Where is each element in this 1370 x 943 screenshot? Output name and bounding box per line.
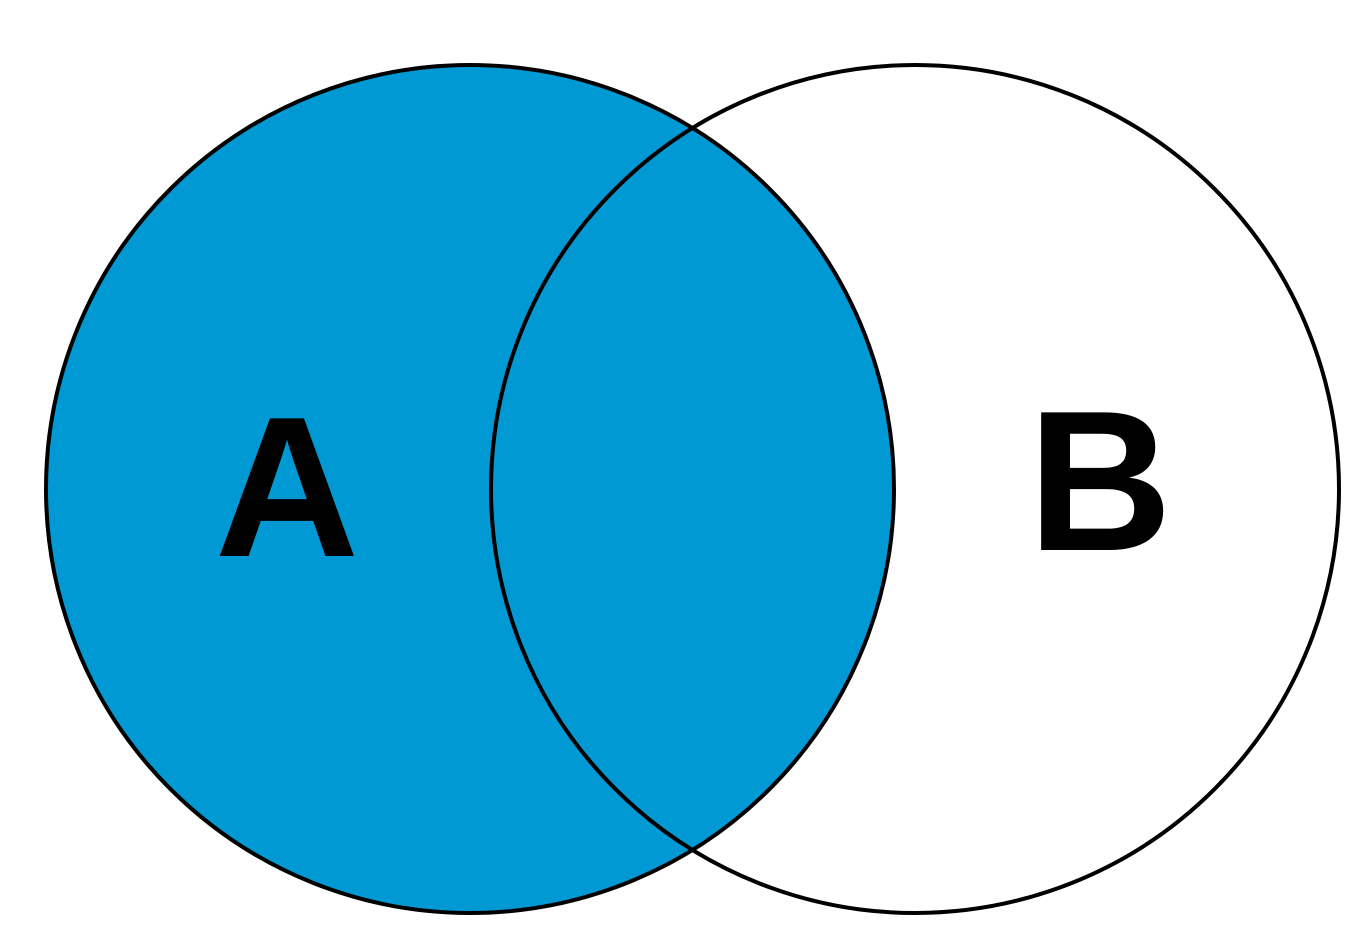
set-a-label: A xyxy=(215,376,359,599)
set-a-circle xyxy=(44,63,896,915)
set-b-circle xyxy=(489,63,1341,915)
set-a-region xyxy=(46,65,894,913)
set-b-label: B xyxy=(1028,370,1172,593)
